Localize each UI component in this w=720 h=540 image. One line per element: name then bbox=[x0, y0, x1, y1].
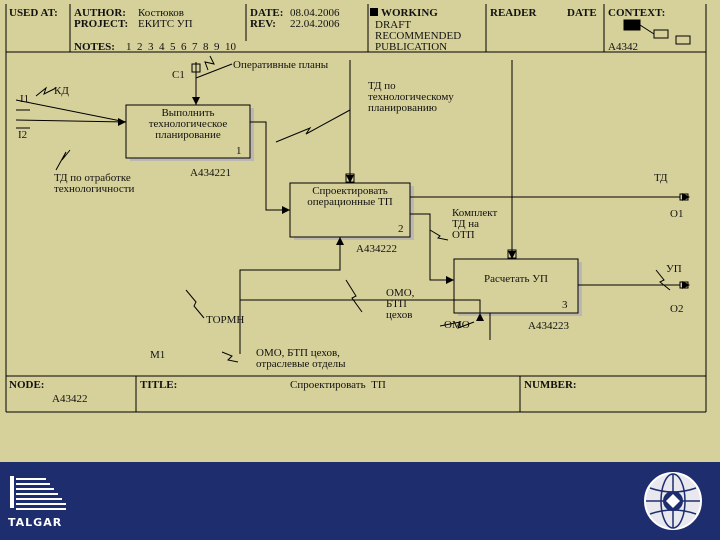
status-working: WORKING bbox=[381, 7, 438, 19]
function-box-1-node: А434221 bbox=[190, 167, 231, 179]
label-m1: М1 bbox=[150, 349, 166, 361]
output-o1: O1 bbox=[670, 208, 684, 220]
context-mini-diagram bbox=[623, 19, 691, 45]
function-box-2-shape bbox=[289, 182, 414, 240]
status-publication: PUBLICATION bbox=[375, 41, 448, 53]
function-box-3-number: 3 bbox=[562, 299, 568, 311]
function-box-1-number: 1 bbox=[236, 145, 242, 157]
function-box-3-node: А434223 bbox=[528, 320, 569, 332]
context-label: CONTEXT: bbox=[608, 7, 666, 19]
status-draft: DRAFT bbox=[375, 19, 412, 31]
date-value: 08.04.2006 bbox=[290, 7, 340, 19]
diagram-lines bbox=[5, 4, 707, 413]
function-box-2-number: 2 bbox=[398, 223, 404, 235]
notes-value: 1 2 3 4 5 6 7 8 9 10 bbox=[126, 41, 236, 53]
label-c1: C1 bbox=[172, 69, 185, 81]
idef0-diagram-sheet: USED AT: AUTHOR: Костюков PROJECT: ЕКИТС… bbox=[5, 4, 707, 413]
function-box-2-node: А434222 bbox=[356, 243, 397, 255]
output-o2: O2 bbox=[670, 303, 684, 315]
title-value: Спроектировать ТП bbox=[290, 379, 386, 391]
label-td-technology: ТД по отработке технологичности bbox=[54, 172, 135, 195]
context-node: A4342 bbox=[608, 41, 638, 53]
mechanism-bottom: ОМО, БТП цехов, отраслевые отделы bbox=[256, 347, 346, 370]
output-kit: Комплект ТД на ОТП bbox=[452, 207, 498, 241]
date2-label: DATE bbox=[567, 7, 597, 19]
author-label: AUTHOR: bbox=[74, 7, 126, 19]
footer-band bbox=[0, 462, 720, 540]
arrowheads bbox=[118, 97, 690, 321]
output-up: УП bbox=[666, 263, 682, 275]
talgar-logo-icon bbox=[10, 476, 66, 510]
function-box-3-label: Расчетать УП bbox=[484, 273, 548, 285]
mechanism-tormn: ТОРМН bbox=[206, 314, 245, 326]
label-i2: I2 bbox=[18, 129, 28, 141]
output-td: ТД bbox=[654, 172, 668, 184]
node-label: NODE: bbox=[9, 379, 45, 391]
project-label: PROJECT: bbox=[74, 18, 129, 30]
company-name: TALGAR bbox=[8, 516, 63, 529]
rev-value: 22.04.2006 bbox=[290, 18, 340, 30]
used-at-label: USED AT: bbox=[9, 7, 58, 19]
globe-logo-icon bbox=[644, 472, 702, 530]
control-td-planning: ТД по технологическому планированию bbox=[368, 80, 454, 114]
mechanism-omo: ОМО bbox=[444, 319, 470, 331]
title-label: TITLE: bbox=[140, 379, 178, 391]
project-value: ЕКИТС УП bbox=[138, 18, 193, 30]
notes-label: NOTES: bbox=[74, 41, 115, 53]
status-recommended: RECOMMENDED bbox=[375, 30, 462, 42]
label-i1: I1 bbox=[20, 93, 30, 105]
reader-label: READER bbox=[490, 7, 537, 19]
function-box-3-shape bbox=[453, 258, 582, 316]
function-box-1-label: Выполнить технологическое планирование bbox=[148, 107, 228, 141]
mechanism-omo-btp: ОМО, БТП цехов bbox=[386, 287, 415, 321]
number-label: NUMBER: bbox=[524, 379, 577, 391]
author-value: Костюков bbox=[138, 7, 184, 19]
function-box-2-label: Спроектировать операционные ТП bbox=[307, 185, 393, 208]
rev-label: REV: bbox=[250, 18, 276, 30]
working-checkbox bbox=[370, 8, 378, 16]
function-box-1-shape bbox=[125, 104, 254, 161]
label-kd: КД bbox=[54, 85, 69, 97]
control-operative-plans: Оперативные планы bbox=[233, 59, 329, 71]
node-value: А43422 bbox=[52, 393, 88, 405]
date-label: DATE: bbox=[250, 7, 284, 19]
